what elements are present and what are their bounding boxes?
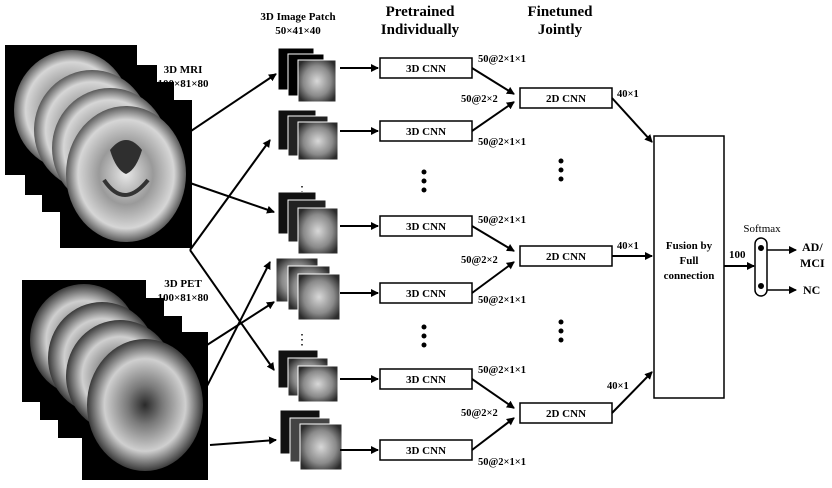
cnn2d-to-fusion-arrows	[611, 97, 653, 414]
svg-text:50@2×2: 50@2×2	[461, 408, 498, 419]
pretrained-header-line1: Pretrained	[386, 4, 456, 20]
svg-text:50@2×1×1: 50@2×1×1	[478, 54, 526, 65]
patch-stack-5	[277, 349, 339, 403]
pretrained-header-line2: Individually	[381, 22, 460, 38]
svg-text:2D CNN: 2D CNN	[546, 93, 586, 105]
softmax-node	[754, 237, 768, 297]
cnn3d-box-2: 3D CNN	[379, 120, 473, 142]
patch-stack-3	[277, 191, 339, 255]
mri-volume-stack	[5, 45, 192, 248]
patch-size: 50×41×40	[275, 25, 321, 37]
svg-text:50@2×1×1: 50@2×1×1	[478, 457, 526, 468]
svg-text:50@2×1×1: 50@2×1×1	[478, 137, 526, 148]
cnn2d-output-labels: 40×1 40×1 40×1	[607, 89, 639, 392]
svg-text:40×1: 40×1	[607, 381, 629, 392]
patch-to-cnn-arrows	[340, 64, 379, 454]
svg-text:2D CNN: 2D CNN	[546, 408, 586, 420]
patch-stack-2	[277, 109, 339, 161]
svg-text:3D CNN: 3D CNN	[406, 126, 446, 138]
svg-text:3D CNN: 3D CNN	[406, 374, 446, 386]
cnn3d-box-6: 3D CNN	[379, 439, 473, 461]
cnn3d-to-cnn2d-arrows	[471, 67, 515, 451]
svg-text:Fusion by: Fusion by	[666, 240, 713, 252]
patch-stack-1	[277, 47, 337, 103]
svg-text:3D CNN: 3D CNN	[406, 221, 446, 233]
svg-text:40×1: 40×1	[617, 89, 639, 100]
fusion-box: Fusion by Full connection	[653, 135, 725, 399]
patch-vdots-2: ⋮	[295, 333, 309, 348]
svg-text:40×1: 40×1	[617, 241, 639, 252]
patch-stack-6	[279, 409, 343, 471]
cnn3d-box-5: 3D CNN	[379, 368, 473, 390]
pet-volume-stack	[22, 280, 208, 480]
class-ad-mci-line1: AD/	[802, 240, 823, 254]
cnn2d-vdots-2	[558, 319, 564, 343]
mri-title: 3D MRI	[164, 64, 203, 76]
volume-to-patch-arrows	[187, 73, 277, 446]
cnn3d-output-labels: 50@2×1×1 50@2×1×1 50@2×1×1 50@2×1×1 50@2…	[478, 54, 526, 468]
cnn2d-box-1: 2D CNN	[519, 87, 613, 109]
pet-dims: 100×81×80	[157, 292, 209, 304]
svg-text:50@2×1×1: 50@2×1×1	[478, 295, 526, 306]
svg-text:Full: Full	[680, 255, 699, 267]
svg-text:3D CNN: 3D CNN	[406, 63, 446, 75]
cnn3d-vdots-1	[421, 169, 427, 193]
patch-stack-4	[275, 257, 341, 321]
softmax-title: Softmax	[743, 223, 781, 235]
cnn3d-box-3: 3D CNN	[379, 215, 473, 237]
class-nc: NC	[803, 283, 820, 297]
svg-text:3D CNN: 3D CNN	[406, 445, 446, 457]
pet-title: 3D PET	[164, 278, 202, 290]
cnn2d-vdots-1	[558, 158, 564, 182]
svg-text:3D CNN: 3D CNN	[406, 288, 446, 300]
cnn2d-box-3: 2D CNN	[519, 402, 613, 424]
svg-text:50@2×2: 50@2×2	[461, 94, 498, 105]
mri-dims: 100×81×80	[157, 78, 209, 90]
class-ad-mci-line2: MCI	[800, 256, 825, 270]
finetuned-header-line2: Jointly	[538, 22, 583, 38]
svg-text:50@2×1×1: 50@2×1×1	[478, 215, 526, 226]
svg-text:2D CNN: 2D CNN	[546, 251, 586, 263]
cnn3d-vdots-2	[421, 324, 427, 348]
cnn2d-box-2: 2D CNN	[519, 245, 613, 267]
cnn3d-box-1: 3D CNN	[379, 57, 473, 79]
svg-text:50@2×1×1: 50@2×1×1	[478, 365, 526, 376]
finetuned-header-line1: Finetuned	[527, 4, 593, 20]
svg-text:connection: connection	[664, 270, 715, 282]
fusion-output-label: 100	[729, 249, 746, 261]
cnn3d-box-4: 3D CNN	[379, 282, 473, 304]
patch-title: 3D Image Patch	[260, 11, 335, 23]
svg-text:50@2×2: 50@2×2	[461, 255, 498, 266]
cnn2d-input-labels: 50@2×2 50@2×2 50@2×2	[461, 94, 498, 419]
